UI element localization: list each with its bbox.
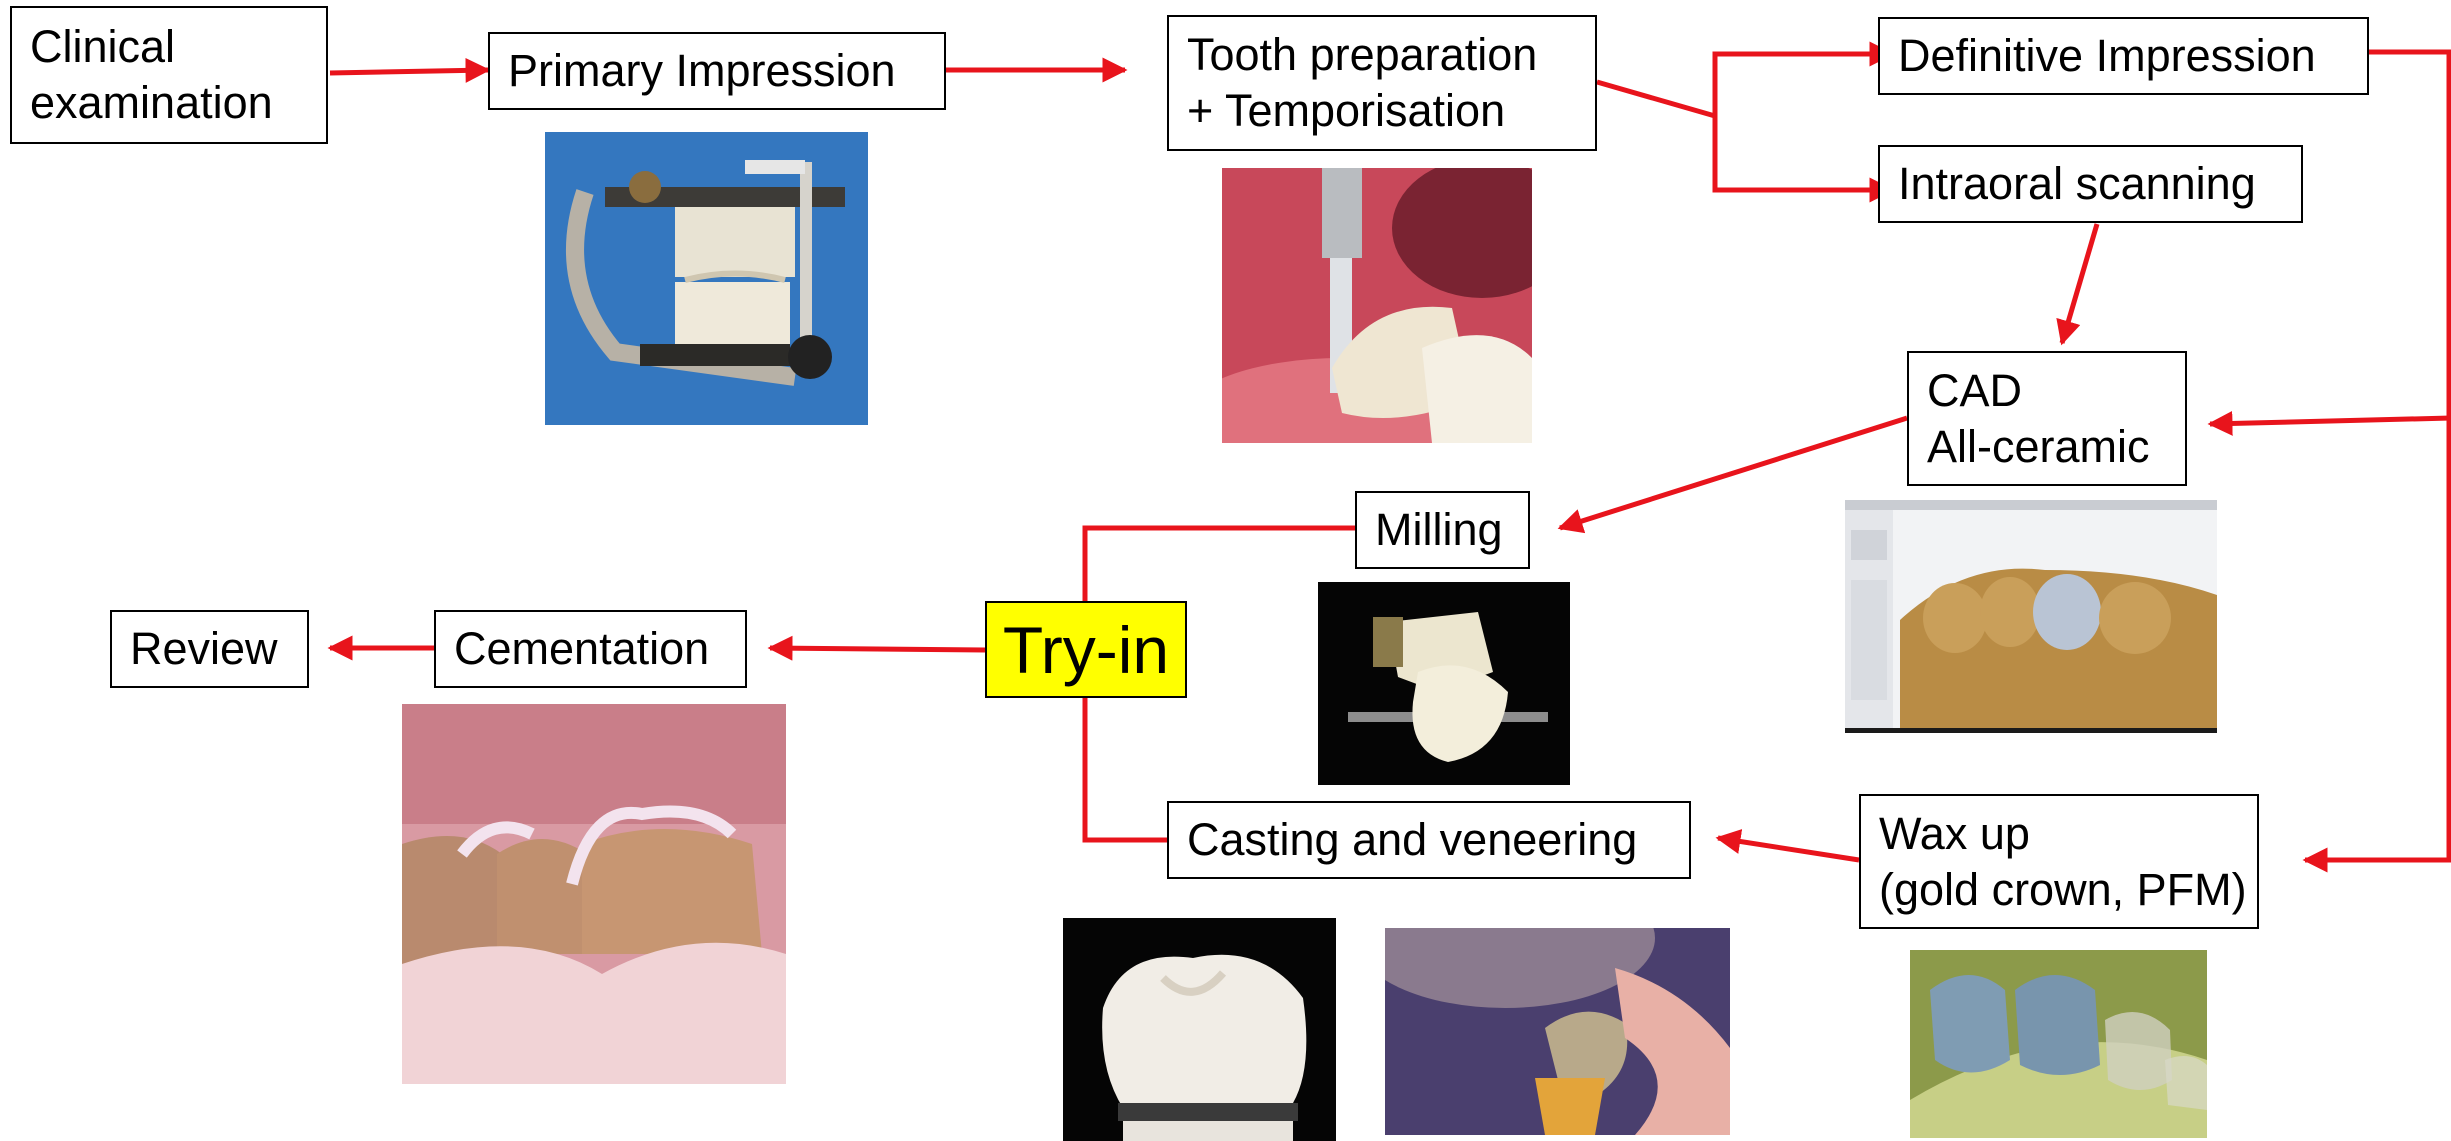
articulator-photo: [545, 132, 868, 425]
crown-photo: [1063, 918, 1336, 1141]
cad-software-screenshot: [1845, 500, 2217, 733]
casting-veneering-box: Casting and veneering: [1167, 801, 1691, 879]
wax-up-line2: (gold crown, PFM): [1879, 862, 2239, 918]
definitive-impression-box: Definitive Impression: [1878, 17, 2369, 95]
cementation-label: Cementation: [454, 621, 727, 677]
tooth-preparation-line2: + Temporisation: [1187, 83, 1577, 139]
primary-impression-label: Primary Impression: [508, 43, 926, 99]
wax-up-photo: [1910, 950, 2207, 1138]
milled-block-photo: [1318, 582, 1570, 785]
cad-box: CAD All-ceramic: [1907, 351, 2187, 486]
arrow-exam-to-primary: [330, 70, 488, 73]
arrow-to-definitive: [1715, 54, 1892, 116]
review-label: Review: [130, 621, 289, 677]
clinical-examination-line1: Clinical: [30, 19, 308, 75]
primary-impression-box: Primary Impression: [488, 32, 946, 110]
cad-line1: CAD: [1927, 363, 2167, 419]
intraoral-scanning-label: Intraoral scanning: [1898, 156, 2283, 212]
tooth-preparation-box: Tooth preparation + Temporisation: [1167, 15, 1597, 151]
try-in-box: Try-in: [985, 601, 1187, 698]
arrow-toothprep-split: [1597, 82, 1715, 116]
arrow-to-intraoral: [1715, 116, 1892, 190]
cad-line2: All-ceramic: [1927, 419, 2167, 475]
wax-up-line1: Wax up: [1879, 806, 2239, 862]
cementation-box: Cementation: [434, 610, 747, 688]
arrow-milling-to-tryin: [1085, 528, 1355, 601]
clinical-examination-box: Clinical examination: [10, 6, 328, 144]
definitive-impression-label: Definitive Impression: [1898, 28, 2349, 84]
tooth-preparation-line1: Tooth preparation: [1187, 27, 1577, 83]
casting-veneering-label: Casting and veneering: [1187, 812, 1671, 868]
arrow-waxup-to-casting: [1718, 838, 1859, 860]
intraoral-scanning-box: Intraoral scanning: [1878, 145, 2303, 223]
review-box: Review: [110, 610, 309, 688]
milling-box: Milling: [1355, 491, 1530, 569]
tooth-preparation-photo: [1222, 168, 1532, 443]
arrow-tryin-to-cementation: [770, 648, 985, 650]
try-in-label: Try-in: [1003, 622, 1169, 678]
cementation-photo: [402, 704, 786, 1084]
wax-up-box: Wax up (gold crown, PFM): [1859, 794, 2259, 929]
clinical-examination-line2: examination: [30, 75, 308, 131]
veneering-photo: [1385, 928, 1730, 1135]
arrow-rail-to-cad: [2210, 418, 2451, 424]
milling-label: Milling: [1375, 502, 1510, 558]
arrow-casting-to-tryin: [1085, 698, 1167, 840]
arrow-intraoral-to-cad: [2062, 224, 2097, 343]
